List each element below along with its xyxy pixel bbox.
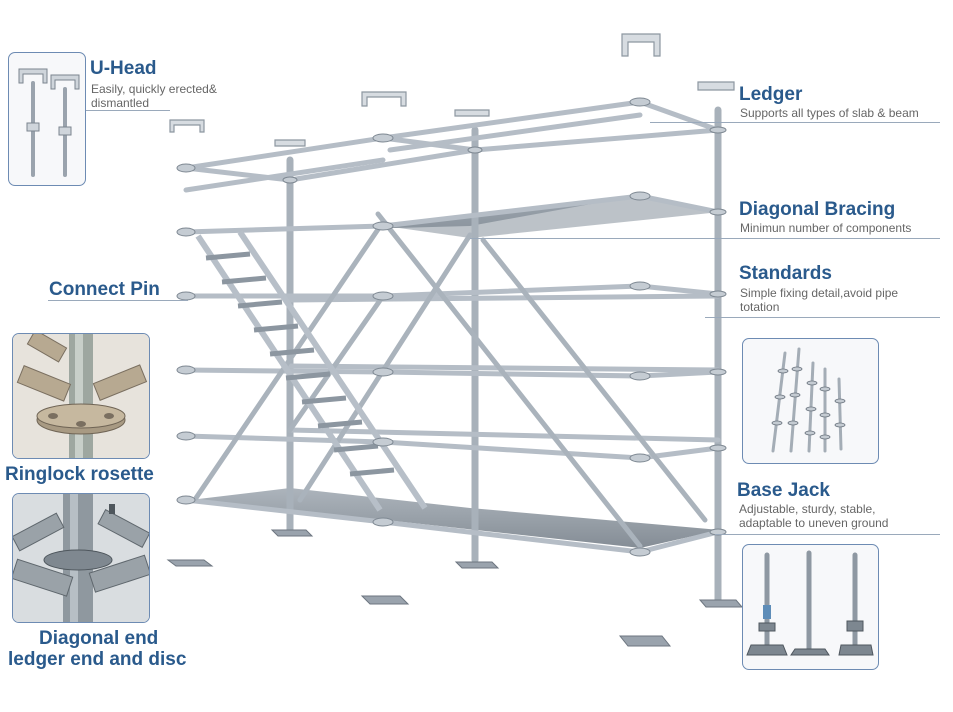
standards-desc-line2: totation bbox=[740, 300, 780, 314]
leader-line-connect-pin bbox=[48, 300, 188, 301]
staircase bbox=[195, 230, 428, 512]
ringlock-rosettes bbox=[176, 97, 727, 557]
base-jack-desc-line2: adaptable to uneven ground bbox=[739, 516, 889, 530]
ledger-desc: Supports all types of slab & beam bbox=[740, 106, 919, 120]
u-head-thumbnail bbox=[8, 52, 86, 186]
ledgers bbox=[183, 99, 721, 555]
standards-desc-line1: Simple fixing detail,avoid pipe bbox=[740, 286, 899, 300]
ringlock-rosette-title: Ringlock rosette bbox=[5, 464, 154, 485]
diagonal-bracing-desc: Minimun number of components bbox=[740, 221, 912, 235]
u-heads bbox=[169, 33, 735, 147]
u-head-title: U-Head bbox=[90, 58, 157, 79]
diagonal-end-thumbnail bbox=[12, 493, 150, 623]
leader-line-u-head bbox=[86, 110, 170, 111]
leader-line-base-jack bbox=[715, 534, 940, 535]
diagonal-bracing-title: Diagonal Bracing bbox=[739, 199, 896, 220]
base-jack-title: Base Jack bbox=[737, 480, 830, 501]
u-head-desc-line1: Easily, quickly erected& bbox=[91, 82, 217, 96]
leader-line-standards bbox=[705, 317, 940, 318]
connect-pin-title: Connect Pin bbox=[49, 279, 160, 300]
base-plates bbox=[166, 529, 744, 647]
diagonal-end-title-line2: ledger end and disc bbox=[8, 649, 187, 670]
standards-front bbox=[181, 53, 645, 640]
leader-line-diagonal-bracing bbox=[470, 238, 940, 239]
ringlock-rosette-thumbnail bbox=[12, 333, 150, 459]
standards-thumbnail bbox=[742, 338, 879, 464]
standards-title: Standards bbox=[739, 263, 832, 284]
diagonal-end-title-line1: Diagonal end bbox=[39, 628, 159, 649]
leader-line-ledger bbox=[650, 122, 940, 123]
base-jack-desc-line1: Adjustable, sturdy, stable, bbox=[739, 502, 876, 516]
u-head-desc-line2: dismantled bbox=[91, 96, 150, 110]
base-jack-thumbnail bbox=[742, 544, 879, 670]
ledger-title: Ledger bbox=[739, 84, 803, 105]
standards-back bbox=[286, 106, 722, 604]
